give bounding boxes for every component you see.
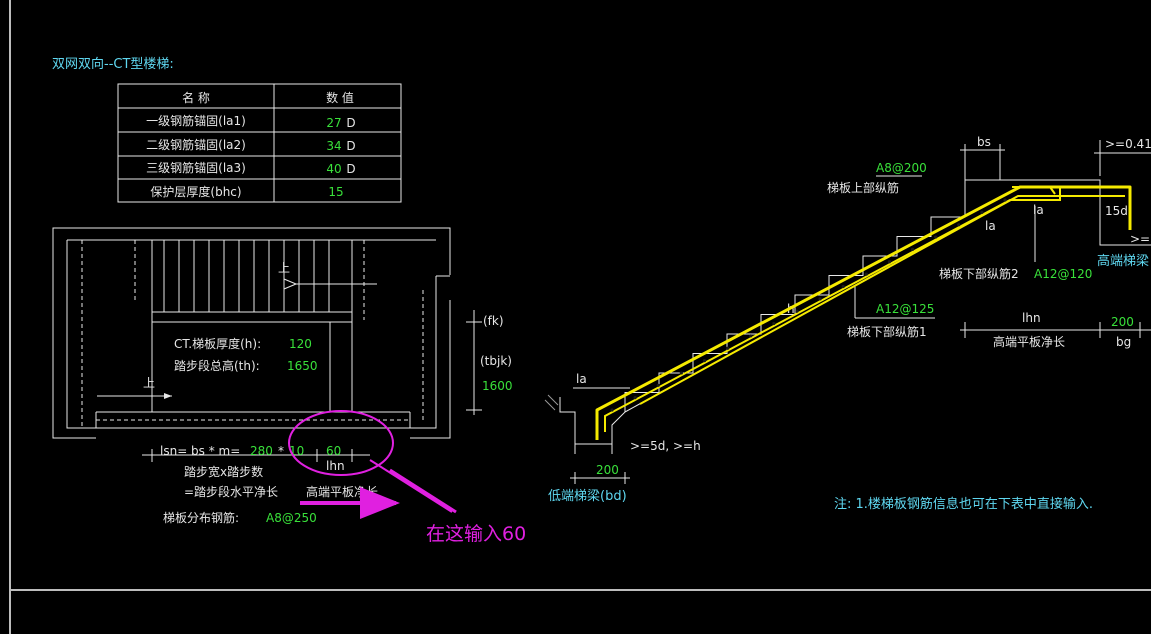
up-label-top: 上 <box>278 261 290 275</box>
annotation-text: 在这输入60 <box>426 523 526 545</box>
stair-section-view: 200 低端梯梁(bd) la >=5d, >=h bs >=0.41 15d … <box>544 135 1151 504</box>
ge5-label: >=5 <box>1130 232 1151 246</box>
la-low-label: la <box>576 372 587 386</box>
up-label-bottom: 上 <box>143 376 155 390</box>
table-row-name: 三级钢筋锚固(la3) <box>146 160 246 175</box>
tbjk-label: (tbjk) <box>480 354 512 368</box>
d15-label: 15d <box>1105 204 1128 218</box>
table-row-value[interactable]: 40 <box>326 162 341 176</box>
rebar-dot <box>887 260 892 264</box>
lhn-input-value[interactable]: 60 <box>326 444 341 458</box>
bottom2-value[interactable]: A12@120 <box>1034 267 1092 281</box>
table-row-value[interactable]: 27 <box>326 116 341 130</box>
note-step-count: 踏步宽x踏步数 <box>184 464 263 479</box>
rebar-dot <box>934 235 938 239</box>
ge041-label: >=0.41 <box>1105 137 1151 151</box>
footer-note: 注: 1.楼梯板钢筋信息也可在下表中直接输入. <box>834 496 1093 512</box>
dist-rebar-value[interactable]: A8@250 <box>266 511 317 525</box>
magenta-annotation: 在这输入60 <box>288 410 526 545</box>
table-row-name: 二级钢筋锚固(la2) <box>146 137 246 152</box>
rebar-dot <box>633 396 637 400</box>
top-rebar-label: 梯板上部纵筋 <box>827 180 899 195</box>
plan-total-height-value[interactable]: 1650 <box>287 359 318 373</box>
plan-thickness-value[interactable]: 120 <box>289 337 312 351</box>
bottom1-label: 梯板下部纵筋1 <box>847 324 927 339</box>
rebar-dot <box>980 210 984 214</box>
lhn-label: lhn <box>326 459 345 473</box>
plan-thickness-label: CT.梯板厚度(h): <box>174 336 261 351</box>
top-rebar-value[interactable]: A8@200 <box>876 161 927 175</box>
fk-label: (fk) <box>483 314 504 328</box>
rebar-dot <box>772 321 776 326</box>
dist-rebar-label: 梯板分布钢筋: <box>163 510 239 525</box>
drawing-title: 双网双向--CT型楼梯: <box>52 56 174 72</box>
note-high-platform: 高端平板净长 <box>306 484 378 499</box>
table-row-unit: D <box>346 116 355 130</box>
rebar-dot <box>1003 198 1007 202</box>
bottom1-value[interactable]: A12@125 <box>876 302 934 316</box>
ge5d-label: >=5d, >=h <box>630 439 701 453</box>
section-lhn-desc: 高端平板净长 <box>993 334 1065 349</box>
rebar-dot <box>749 334 753 338</box>
rebar-dot <box>841 284 845 289</box>
table-row-name: 保护层厚度(bhc) <box>150 184 241 199</box>
plan-total-height-label: 踏步段总高(th): <box>174 358 260 373</box>
rebar-dot <box>610 408 614 412</box>
params-table: 名 称 数 值 一级钢筋锚固(la1) 27 D 二级钢筋锚固(la2) 34 … <box>117 83 402 203</box>
lsn-bs-value[interactable]: 280 <box>250 444 273 458</box>
tbjk-value[interactable]: 1600 <box>482 379 513 393</box>
table-row-unit: D <box>346 139 355 153</box>
table-row-name: 一级钢筋锚固(la1) <box>146 113 246 128</box>
table-row-unit: D <box>346 162 355 176</box>
rebar-dot <box>910 247 915 252</box>
bs-label: bs <box>977 135 991 149</box>
rebar-dot <box>702 358 707 363</box>
rebar-dot <box>957 223 961 227</box>
rebar-dot <box>725 346 730 350</box>
rebar-dot <box>864 272 868 276</box>
stair-plan-view: 上 上 CT.梯板厚度(h): 120 踏步段总高(th): 1650 (fk)… <box>52 227 513 525</box>
bottom2-label: 梯板下部纵筋2 <box>939 266 1019 281</box>
section-lhn-label: lhn <box>1022 311 1041 325</box>
high-beam-label: 高端梯梁 <box>1097 253 1149 269</box>
bg-value[interactable]: 200 <box>1111 315 1134 329</box>
table-row-value[interactable]: 34 <box>326 139 341 153</box>
low-beam-width[interactable]: 200 <box>596 463 619 477</box>
bg-label: bg <box>1116 335 1131 349</box>
note-step-length: =踏步段水平净长 <box>184 484 278 499</box>
lsn-mult: * <box>278 444 284 458</box>
rebar-dot <box>818 297 822 301</box>
table-header-name: 名 称 <box>182 90 210 105</box>
rebar-dot <box>656 383 660 387</box>
table-row-value[interactable]: 15 <box>328 185 343 199</box>
rebar-dot <box>679 371 683 375</box>
la-label-2: la <box>1033 203 1044 217</box>
rebar-dot <box>795 309 799 313</box>
lsn-formula: lsn= bs * m= <box>160 444 240 458</box>
la-label-1: la <box>985 219 996 233</box>
low-beam-label: 低端梯梁(bd) <box>548 489 627 504</box>
table-header-value: 数 值 <box>326 90 354 105</box>
